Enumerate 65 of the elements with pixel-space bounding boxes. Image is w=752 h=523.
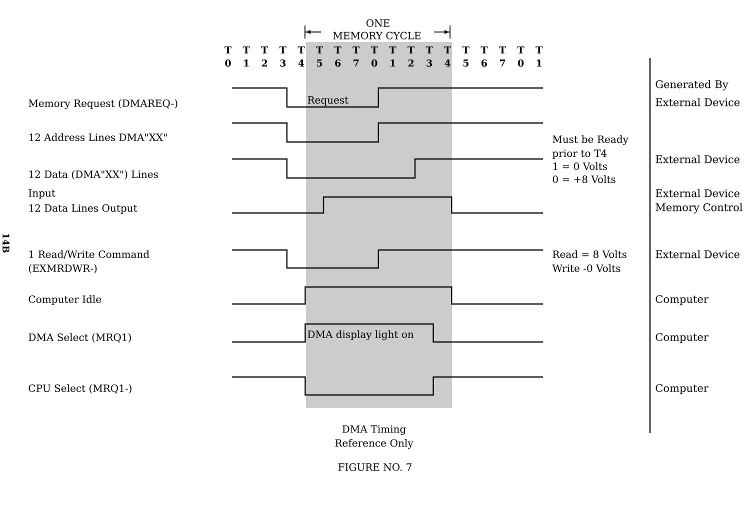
time-label: T: [408, 46, 414, 54]
time-label: T: [242, 46, 250, 54]
signal-name: CPU Select (MRQ1-): [28, 384, 132, 394]
source-label: External Device: [656, 189, 740, 198]
time-label: T: [444, 46, 452, 54]
time-label: 6: [482, 60, 487, 67]
time-label: 3: [280, 60, 286, 67]
source-label: Computer: [656, 333, 708, 344]
time-label: 0: [372, 60, 378, 67]
source-label: External Device: [656, 250, 740, 258]
note: Must be Ready prior to T4: [552, 135, 628, 159]
time-label: T: [370, 46, 378, 54]
time-label: T: [298, 46, 305, 54]
note: DMA Timing Reference Only: [335, 425, 414, 449]
time-label: T: [316, 46, 323, 54]
time-label: T: [426, 46, 433, 54]
time-label: 7: [500, 60, 506, 66]
signal-name: Input: [28, 189, 56, 199]
waveform-label: DMA display light on: [308, 330, 414, 340]
time-label: T: [352, 46, 360, 54]
time-label: 0: [518, 60, 524, 67]
time-label: 1: [390, 60, 396, 67]
signal-name: Computer Idle: [28, 295, 102, 305]
signal-name: 12 Data (DMA"XX") Lines: [29, 170, 158, 180]
source-label: Generated By External Device: [656, 80, 740, 106]
time-label: T: [499, 46, 506, 54]
time-label: 6: [335, 60, 341, 67]
time-label: T: [261, 46, 268, 54]
time-label: T: [389, 46, 396, 54]
time-label: 0: [225, 60, 231, 67]
time-label: 4: [298, 60, 304, 67]
note: 0 = +8 Volts: [552, 175, 616, 184]
time-label: 2: [262, 60, 268, 67]
source-label: External Device: [656, 155, 740, 164]
note: 1 = 0 Volts: [553, 162, 607, 170]
signal-name: 12 Data Lines Output: [29, 204, 138, 214]
time-label: T: [279, 46, 286, 54]
time-label: 2: [408, 60, 414, 67]
time-label: 1: [244, 60, 249, 67]
note: Read = 8 Volts: [552, 250, 626, 258]
dimension-label: ONE: [366, 19, 390, 27]
time-label: 3: [426, 60, 432, 67]
time-label: T: [462, 46, 470, 54]
page-number: 14B: [2, 234, 10, 253]
source-label: Memory Control: [656, 203, 742, 214]
time-label: 7: [354, 60, 359, 66]
time-label: T: [224, 46, 232, 54]
time-label: T: [517, 46, 524, 54]
source-label: Computer: [656, 295, 708, 306]
time-label: T: [536, 46, 543, 54]
time-label: T: [480, 46, 488, 54]
signal-name: Memory Request (DMAREQ-): [28, 99, 178, 110]
time-label: 4: [444, 60, 451, 67]
note: Write -0 Volts: [552, 264, 620, 272]
signal-name: DMA Select (MRQ1): [28, 333, 131, 342]
time-label: 1: [536, 60, 542, 67]
signal-name: 12 Address Lines DMA"XX": [29, 133, 167, 142]
caption: FIGURE NO. 7: [338, 463, 412, 471]
dimension-label: MEMORY CYCLE: [333, 32, 421, 40]
time-label: 5: [463, 60, 468, 67]
time-label: 5: [316, 60, 322, 67]
time-label: T: [334, 46, 342, 54]
source-label: Computer: [656, 384, 708, 394]
signal-name: 1 Read/Write Command (EXMRDWR-): [28, 250, 150, 274]
waveform-label: Request: [308, 96, 348, 106]
